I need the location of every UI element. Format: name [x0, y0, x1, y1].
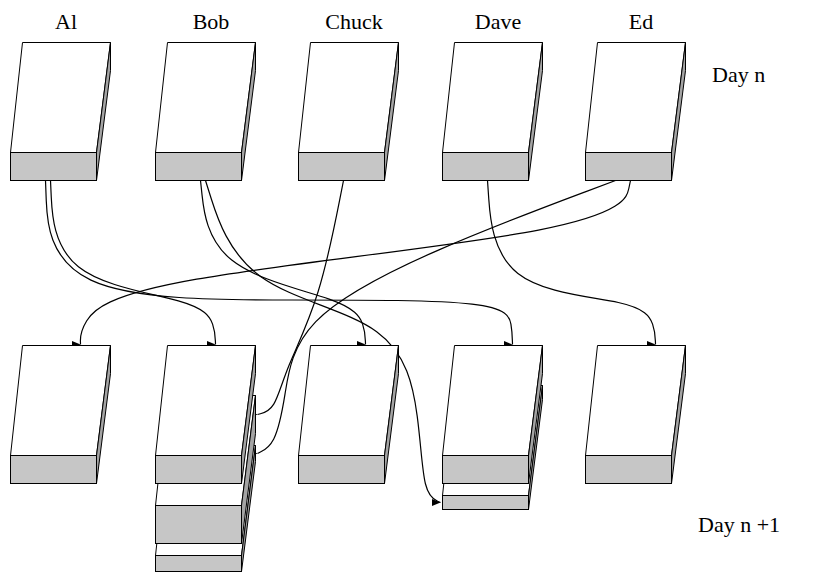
record-stack: Chuck — [298, 8, 400, 182]
slab — [156, 43, 256, 181]
record-stack — [298, 345, 400, 485]
record-stack: Ed — [585, 8, 687, 182]
transfer-arrow — [46, 181, 513, 345]
person-name: Ed — [585, 8, 685, 42]
slab-front — [156, 153, 242, 181]
record-stack: Al — [10, 8, 112, 182]
slab — [586, 346, 686, 484]
slab-top — [11, 43, 111, 153]
slab-front — [156, 506, 242, 544]
slab-front — [586, 153, 672, 181]
slab — [299, 43, 399, 181]
slab — [586, 43, 686, 181]
slab-drawing — [585, 345, 687, 485]
transfer-arrow — [201, 181, 366, 345]
slab-drawing — [442, 345, 544, 512]
slab-front — [156, 556, 242, 572]
person-name: Bob — [155, 8, 255, 42]
slab-side — [97, 43, 111, 181]
slab-top — [443, 346, 543, 456]
slab-front — [443, 496, 529, 510]
slab-drawing — [155, 42, 257, 182]
slab — [443, 346, 543, 484]
day-label: Day n +1 — [698, 512, 780, 538]
transfer-arrow — [80, 181, 630, 345]
day-label: Day n — [712, 62, 765, 88]
slab-top — [586, 346, 686, 456]
slab-front — [299, 456, 385, 484]
slab-side — [529, 43, 543, 181]
slab-front — [11, 456, 97, 484]
slab — [443, 43, 543, 181]
slab-front — [11, 153, 97, 181]
record-stack — [10, 345, 112, 485]
slab — [156, 446, 256, 572]
slab — [11, 43, 111, 181]
person-name: Al — [10, 8, 110, 42]
transfer-arrow — [51, 181, 216, 345]
slab — [299, 346, 399, 484]
record-stack: Bob — [155, 8, 257, 182]
transfer-arrow — [488, 181, 656, 345]
slab-top — [11, 346, 111, 456]
record-stack: Dave — [442, 8, 544, 182]
slab — [11, 346, 111, 484]
slab-side — [242, 346, 256, 484]
person-name: Dave — [442, 8, 542, 42]
slab-front — [299, 153, 385, 181]
person-name: Chuck — [298, 8, 398, 42]
slab-drawing — [442, 42, 544, 182]
slab-top — [156, 346, 256, 456]
slab-side — [385, 43, 399, 181]
slab-front — [443, 153, 529, 181]
slab-side — [672, 43, 686, 181]
slab-drawing — [10, 345, 112, 485]
slab-side — [672, 346, 686, 484]
slab-drawing — [10, 42, 112, 182]
record-stack — [155, 345, 257, 574]
slab-top — [156, 43, 256, 153]
slab-drawing — [298, 345, 400, 485]
slab-side — [97, 346, 111, 484]
record-stack — [585, 345, 687, 485]
slab-side — [385, 346, 399, 484]
record-stack — [442, 345, 544, 512]
slab-front — [586, 456, 672, 484]
slab-side — [242, 43, 256, 181]
slab-front — [156, 456, 242, 484]
slab-drawing — [585, 42, 687, 182]
slab-top — [586, 43, 686, 153]
slab-drawing — [155, 345, 257, 574]
slab-drawing — [298, 42, 400, 182]
slab-front — [443, 456, 529, 484]
slab-top — [299, 346, 399, 456]
slab-top — [443, 43, 543, 153]
slab-top — [299, 43, 399, 153]
slab-side — [529, 346, 543, 484]
slab — [156, 346, 256, 484]
